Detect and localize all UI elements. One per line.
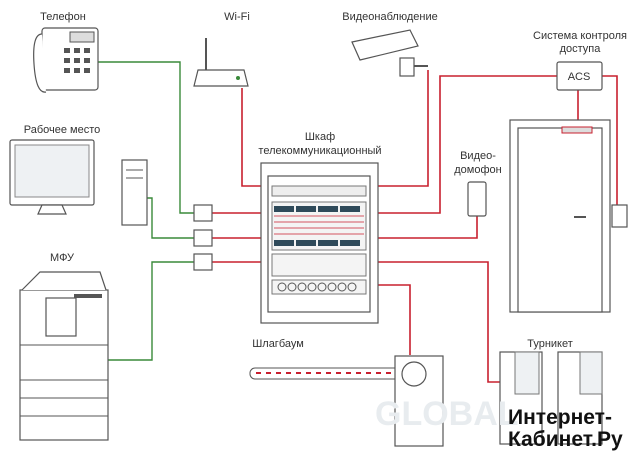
turnstile-label: Турникет (527, 338, 573, 350)
wifi-label: Wi-Fi (224, 11, 250, 23)
acs-title-1: Система контроля (533, 30, 627, 42)
brand-line-2: Кабинет.Ру (508, 428, 623, 451)
watermark: GLOBAL (375, 395, 519, 433)
phone-label: Телефон (40, 11, 86, 23)
intercom-label-2: домофон (454, 164, 501, 176)
acs-controller (556, 61, 603, 91)
acs-title-2: доступа (560, 43, 602, 55)
router-icon (193, 38, 249, 87)
cctv-label: Видеонаблюдение (342, 11, 437, 23)
workstation-icon (9, 139, 148, 226)
turnstile-icon (499, 351, 603, 445)
network-cables (212, 70, 618, 383)
cabinet-label-1: Шкаф (305, 131, 335, 143)
phone-cables (95, 61, 194, 361)
cabinet-label-2: телекоммуникационный (258, 145, 381, 157)
intercom-label-1: Видео- (460, 150, 496, 162)
phone-icon (33, 27, 99, 93)
workplace-label: Рабочее место (24, 124, 101, 136)
telecom-cabinet-icon (260, 162, 379, 324)
mfu-label: МФУ (50, 252, 75, 264)
camera-icon (351, 29, 428, 77)
mfu-icon (19, 271, 109, 441)
wall-sockets (193, 204, 213, 271)
intercom-icon (467, 181, 487, 217)
brand-line-1: Интернет- (508, 406, 612, 429)
door-icon (509, 119, 611, 313)
card-reader-icon (611, 204, 628, 228)
barrier-label: Шлагбаум (252, 338, 304, 350)
barrier-icon (249, 355, 444, 447)
acs-label: ACS (568, 71, 591, 83)
